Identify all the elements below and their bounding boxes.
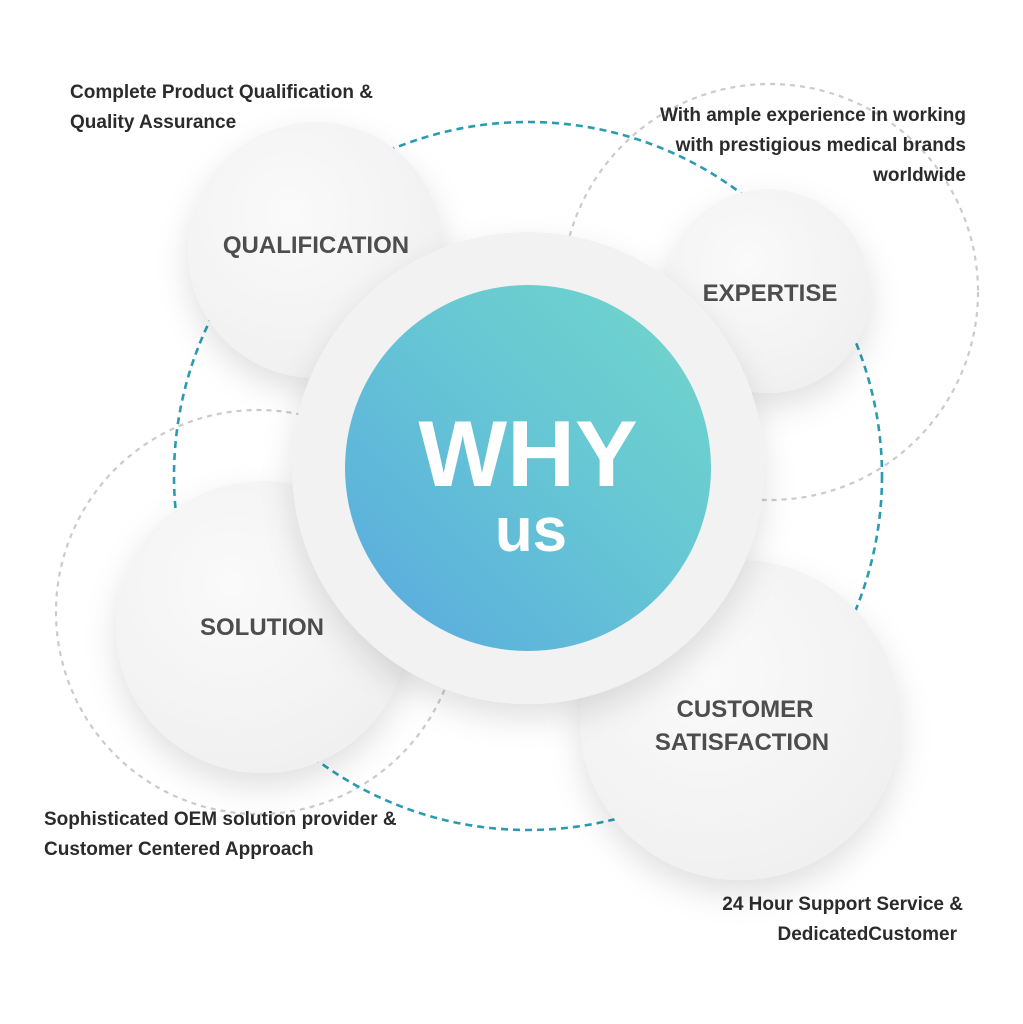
- solution-description-line: Customer Centered Approach: [44, 839, 314, 860]
- customer-satisfaction-label-line-2: SATISFACTION: [655, 729, 829, 756]
- solution-label: SOLUTION: [200, 614, 324, 641]
- customer-satisfaction-description-line: DedicatedCustomer: [777, 924, 958, 945]
- customer-satisfaction-description-line: 24 Hour Support Service &: [722, 894, 963, 915]
- expertise-description: With ample experience in working with pr…: [660, 101, 966, 191]
- expertise-description-line: worldwide: [873, 165, 966, 186]
- center-node: WHY us: [292, 232, 764, 704]
- customer-satisfaction-description: 24 Hour Support Service & DedicatedCusto…: [722, 890, 963, 950]
- solution-description-line: Sophisticated OEM solution provider &: [44, 809, 397, 830]
- solution-description: Sophisticated OEM solution provider & Cu…: [44, 805, 397, 865]
- expertise-description-line: with prestigious medical brands: [675, 135, 966, 156]
- qualification-description: Complete Product Qualification & Quality…: [70, 78, 373, 138]
- teal-dashed-ring: [172, 120, 884, 832]
- center-subtitle: us: [495, 496, 567, 565]
- qualification-description-line: Complete Product Qualification &: [70, 82, 373, 103]
- qualification-label: QUALIFICATION: [223, 232, 409, 259]
- center-gradient-circle: [345, 285, 711, 651]
- expertise-label: EXPERTISE: [703, 280, 838, 307]
- center-title: WHY: [418, 401, 637, 506]
- qualification-description-line: Quality Assurance: [70, 112, 237, 133]
- expertise-description-line: With ample experience in working: [659, 105, 966, 126]
- customer-satisfaction-label-line-1: CUSTOMER: [677, 696, 814, 723]
